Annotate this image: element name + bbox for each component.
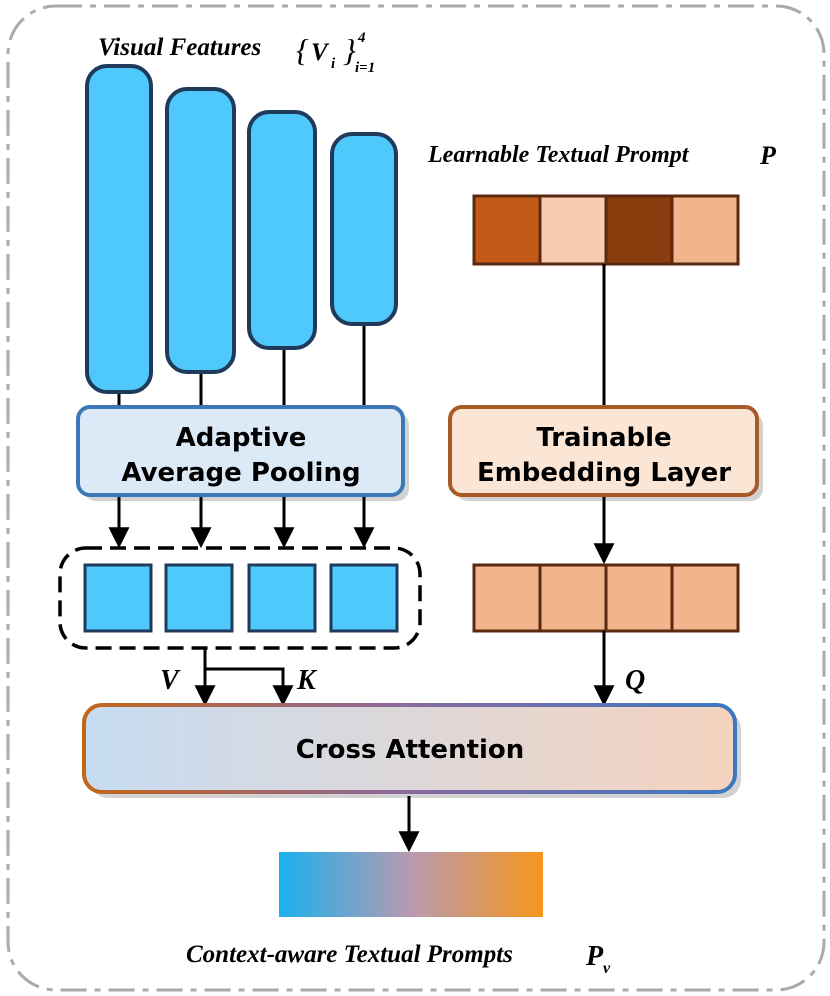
pooled-token-3: [247, 563, 317, 633]
prompt-cell-1: [472, 194, 542, 266]
embedded-token-4: [670, 563, 740, 633]
embedded-prompt-tokens: [472, 563, 740, 633]
svg-text:V: V: [311, 39, 330, 66]
embedding-label-line1: Trainable: [536, 423, 671, 453]
svg-text:{: {: [296, 32, 309, 68]
context-aware-prompt-bar: [279, 852, 543, 917]
visual-features-math: { V i } 4 i=1: [296, 30, 375, 76]
outer-frame: [6, 4, 826, 992]
output-symbol: P: [585, 941, 604, 972]
key-label: K: [296, 665, 318, 696]
visual-feature-bar-2: [165, 87, 236, 374]
cross-attention-label: Cross Attention: [296, 735, 525, 765]
value-label: V: [160, 665, 181, 696]
embedding-label-line2: Embedding Layer: [477, 458, 731, 488]
visual-feature-bar-3: [247, 110, 317, 350]
learnable-prompt-title: Learnable Textual Prompt: [427, 142, 690, 168]
visual-feature-bar-1: [85, 64, 153, 394]
visual-features-title: Visual Features: [98, 34, 261, 61]
svg-text:i: i: [331, 56, 336, 72]
query-label: Q: [625, 665, 645, 696]
pooling-output-arrows: [108, 497, 375, 549]
output-subscript: v: [603, 960, 611, 977]
prompt-cell-4: [670, 194, 740, 266]
output-label: Context-aware Textual Prompts: [186, 941, 513, 968]
visual-feature-bar-4: [330, 132, 398, 326]
adaptive-pooling-box: Adaptive Average Pooling: [76, 405, 409, 501]
embedded-token-3: [604, 563, 674, 633]
prompt-cell-2: [538, 194, 608, 266]
prompt-cell-3: [604, 194, 674, 266]
learnable-prompt-cells: [472, 194, 740, 266]
value-key-arrows: [194, 648, 294, 707]
svg-text:4: 4: [357, 30, 366, 46]
svg-text:i=1: i=1: [355, 60, 375, 76]
svg-text:}: }: [343, 32, 356, 68]
visual-feature-bars: [85, 64, 398, 410]
pooled-token-1: [83, 563, 153, 633]
cross-attention-box: Cross Attention: [82, 703, 741, 798]
learnable-prompt-symbol: P: [759, 141, 777, 170]
pooled-visual-tokens: [58, 546, 422, 650]
pooling-label-line1: Adaptive: [176, 423, 307, 453]
pooled-token-2: [164, 563, 234, 633]
embedded-token-2: [538, 563, 608, 633]
embedding-layer-box: Trainable Embedding Layer: [448, 405, 763, 501]
embedded-token-1: [472, 563, 542, 633]
pooled-token-4: [329, 563, 399, 633]
pooled-tokens-frame: [58, 546, 422, 650]
pooling-label-line2: Average Pooling: [121, 458, 360, 488]
